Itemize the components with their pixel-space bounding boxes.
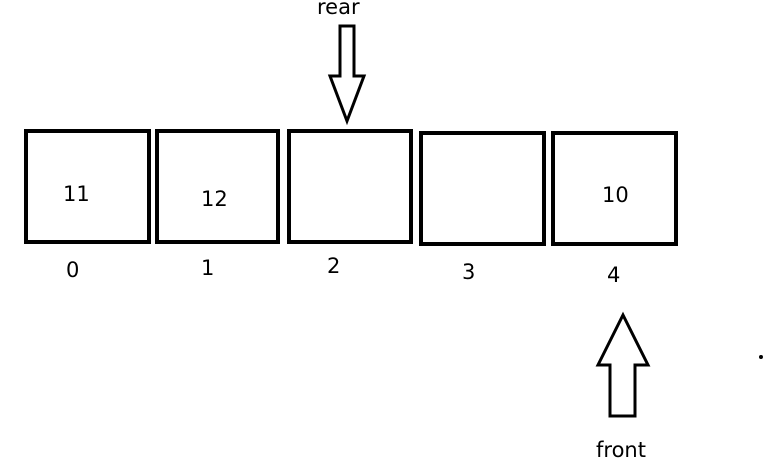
front-arrow-icon (595, 311, 651, 418)
queue-index-3: 3 (462, 260, 476, 284)
queue-index-2: 2 (327, 254, 341, 278)
queue-cell-3 (419, 131, 546, 246)
queue-cell-0 (24, 129, 151, 244)
stray-dot (759, 355, 763, 359)
front-label: front (596, 438, 646, 462)
queue-index-1: 1 (201, 256, 215, 280)
queue-index-0: 0 (66, 258, 80, 282)
queue-cell-4-value: 10 (602, 183, 629, 207)
queue-cell-1-value: 12 (201, 187, 228, 211)
queue-cell-4 (551, 131, 678, 246)
queue-cell-0-value: 11 (63, 182, 90, 206)
queue-cell-1 (155, 129, 280, 244)
queue-index-4: 4 (607, 263, 621, 287)
queue-cell-2 (287, 129, 413, 244)
rear-arrow-icon (327, 24, 367, 126)
rear-label: rear (317, 0, 360, 19)
